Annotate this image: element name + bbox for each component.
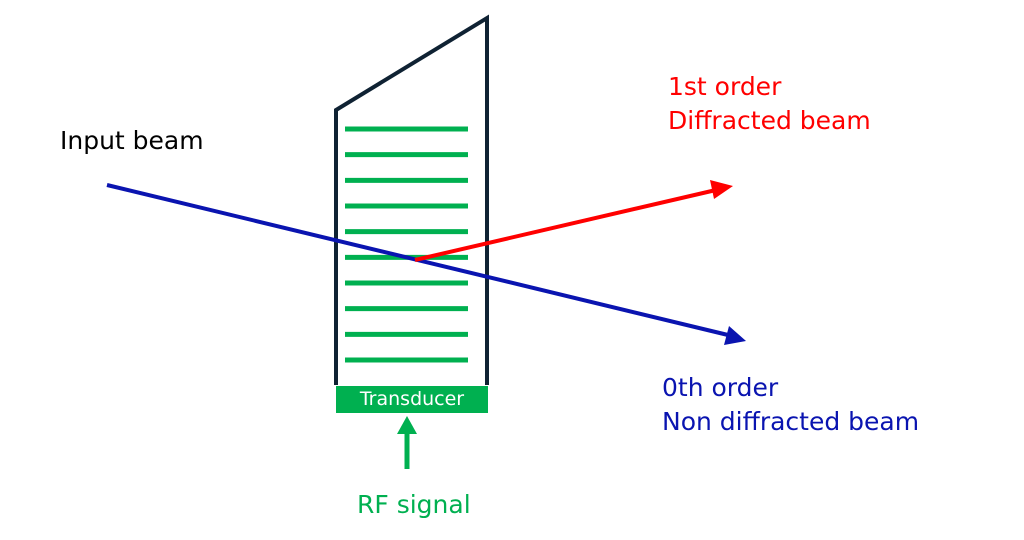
zeroth-order-title: 0th order	[662, 373, 779, 402]
transducer-label: Transducer	[359, 388, 465, 410]
crystal-outline	[334, 14, 489, 385]
transducer-block	[336, 386, 488, 413]
acoustic-wavefronts	[345, 126, 468, 363]
first-order-label: 1st order Diffracted beam	[668, 70, 871, 138]
rf-signal-label: RF signal	[357, 490, 471, 519]
zeroth-order-label: 0th order Non diffracted beam	[662, 371, 919, 439]
zeroth-order-subtitle: Non diffracted beam	[662, 406, 920, 436]
zeroth-order-arrowhead	[724, 326, 746, 345]
first-order-title: 1st order	[668, 72, 782, 101]
input-beam-label: Input beam	[60, 126, 204, 155]
first-order-arrowhead	[710, 180, 733, 199]
first-order-beam-line	[414, 188, 717, 262]
rf-signal-arrowhead	[397, 416, 417, 434]
first-order-subtitle: Diffracted beam	[668, 105, 871, 135]
